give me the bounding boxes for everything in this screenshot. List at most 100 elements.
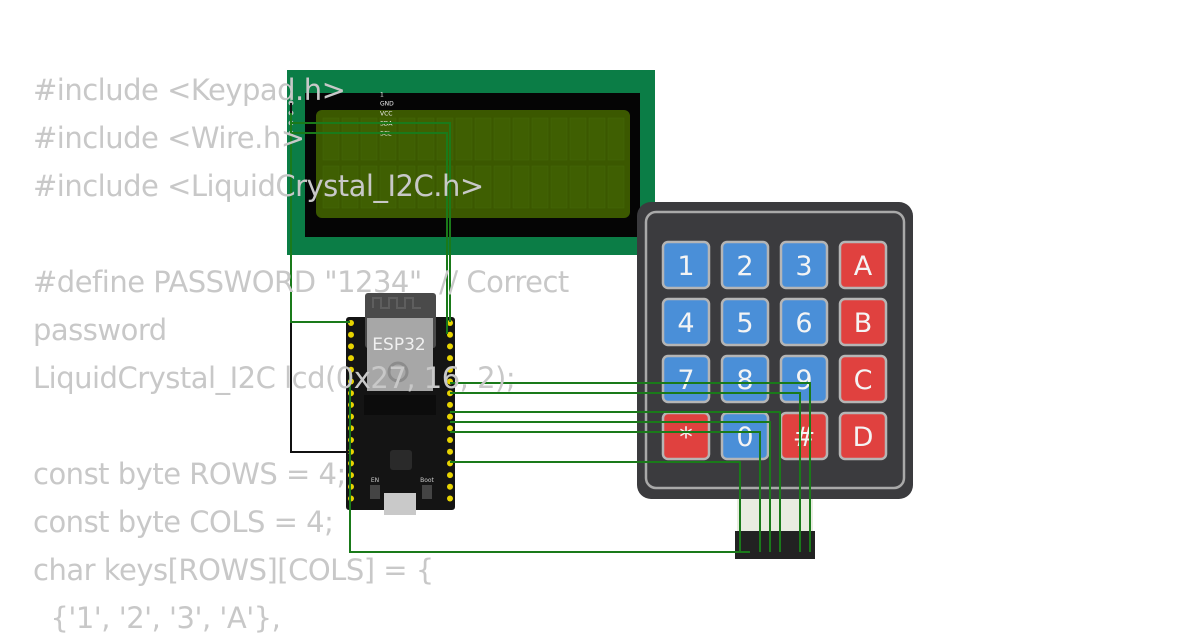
key-cap <box>838 297 888 347</box>
key-A[interactable]: A <box>838 240 888 290</box>
keypad-ribbon <box>737 499 813 531</box>
lcd-pin-label: GND <box>380 101 394 108</box>
esp32-pin-left[interactable] <box>348 331 354 338</box>
lcd-char-cell <box>322 117 340 161</box>
esp32-pin-left[interactable] <box>348 366 354 373</box>
key-label: 0 <box>736 422 753 453</box>
lcd-char-cell <box>531 165 549 209</box>
wire-keypad-c1[interactable] <box>450 411 781 552</box>
key-label: 7 <box>677 365 694 396</box>
esp32-pin-right[interactable] <box>447 472 453 479</box>
lcd-char-cell <box>341 165 359 209</box>
key-B[interactable]: B <box>838 297 888 347</box>
lcd-char-cell <box>550 165 568 209</box>
key-cap <box>720 240 770 290</box>
key-*[interactable]: * <box>661 411 711 461</box>
key-0[interactable]: 0 <box>720 411 770 461</box>
key-C[interactable]: C <box>838 354 888 404</box>
key-9[interactable]: 9 <box>779 354 829 404</box>
esp32-pin-right[interactable] <box>447 401 453 408</box>
key-cap <box>779 240 829 290</box>
wire-keypad-c4[interactable] <box>450 382 811 552</box>
esp32-pin-right[interactable] <box>447 366 453 373</box>
key-label: 1 <box>677 251 694 282</box>
esp32-pin-right[interactable] <box>447 320 453 326</box>
key-7[interactable]: 7 <box>661 354 711 404</box>
lcd-char-cell <box>398 165 416 209</box>
usb-chip <box>390 450 412 470</box>
key-label: 8 <box>736 365 753 396</box>
esp32-pin-right[interactable] <box>447 425 453 432</box>
wire-sda[interactable] <box>291 122 451 322</box>
wire-keypad-r1[interactable] <box>450 461 741 552</box>
key-cap <box>720 297 770 347</box>
wires <box>290 103 811 553</box>
esp32-module-shield <box>367 318 433 391</box>
wire-keypad-r2[interactable] <box>349 372 750 553</box>
lcd-char-cell <box>588 117 606 161</box>
esp32-pin-right[interactable] <box>447 413 453 420</box>
key-#[interactable]: # <box>779 411 829 461</box>
lcd-char-cell <box>512 165 530 209</box>
module-pads <box>364 395 436 415</box>
key-cap <box>779 354 829 404</box>
code-line: const byte COLS = 4; <box>33 505 334 539</box>
lcd-char-cell <box>512 117 530 161</box>
key-cap <box>779 297 829 347</box>
boot-label: Boot <box>420 477 434 484</box>
esp32-pin-right[interactable] <box>447 343 453 350</box>
wire-vcc[interactable] <box>290 113 350 323</box>
key-cap <box>661 297 711 347</box>
esp32-pin-right[interactable] <box>447 483 453 490</box>
lcd-char-cell <box>588 165 606 209</box>
en-label: EN <box>371 477 379 484</box>
wire-scl[interactable] <box>291 132 448 334</box>
esp32-pin-right[interactable] <box>447 355 453 362</box>
code-editor-background: #include <Keypad.h>#include <Wire.h>#inc… <box>33 66 623 642</box>
lcd-char-cell <box>474 117 492 161</box>
key-3[interactable]: 3 <box>779 240 829 290</box>
lcd-char-cell <box>493 117 511 161</box>
key-cap <box>661 354 711 404</box>
key-label: D <box>853 422 874 453</box>
esp32-devkit[interactable]: ESP32 Boot EN <box>346 293 455 515</box>
lcd-char-cell <box>417 165 435 209</box>
key-label: 2 <box>736 251 753 282</box>
wire-keypad-r4[interactable] <box>450 421 771 552</box>
esp32-pin-right[interactable] <box>447 437 453 443</box>
esp32-pin-left[interactable] <box>348 343 354 350</box>
code-line <box>33 210 623 258</box>
lcd-char-cell <box>360 117 378 161</box>
key-8[interactable]: 8 <box>720 354 770 404</box>
en-button[interactable] <box>370 485 380 499</box>
wire-keypad-r3[interactable] <box>450 431 761 552</box>
esp32-pin-right[interactable] <box>447 448 453 455</box>
usb-port[interactable] <box>384 493 416 515</box>
esp32-pin-right[interactable] <box>447 495 453 502</box>
wire-keypad-c3[interactable] <box>450 392 801 552</box>
lcd-char-cell <box>398 117 416 161</box>
espressif-logo-icon <box>387 361 409 383</box>
code-line: char keys[ROWS][COLS] = { <box>33 553 434 587</box>
key-cap <box>838 411 888 461</box>
boot-button[interactable] <box>422 485 432 499</box>
keypad-connector[interactable] <box>735 531 815 559</box>
key-6[interactable]: 6 <box>779 297 829 347</box>
key-cap <box>838 240 888 290</box>
code-line: const byte ROWS = 4; <box>33 457 346 491</box>
code-line: #include <Wire.h> <box>33 121 305 155</box>
key-1[interactable]: 1 <box>661 240 711 290</box>
code-line: #include <Keypad.h> <box>33 73 346 107</box>
code-line <box>33 402 623 450</box>
key-5[interactable]: 5 <box>720 297 770 347</box>
key-label: 9 <box>795 365 812 396</box>
lcd-char-cell <box>379 117 397 161</box>
key-D[interactable]: D <box>838 411 888 461</box>
key-2[interactable]: 2 <box>720 240 770 290</box>
esp32-pin-right[interactable] <box>447 331 453 338</box>
key-label: 5 <box>736 308 753 339</box>
esp32-pin-left[interactable] <box>348 355 354 362</box>
key-4[interactable]: 4 <box>661 297 711 347</box>
